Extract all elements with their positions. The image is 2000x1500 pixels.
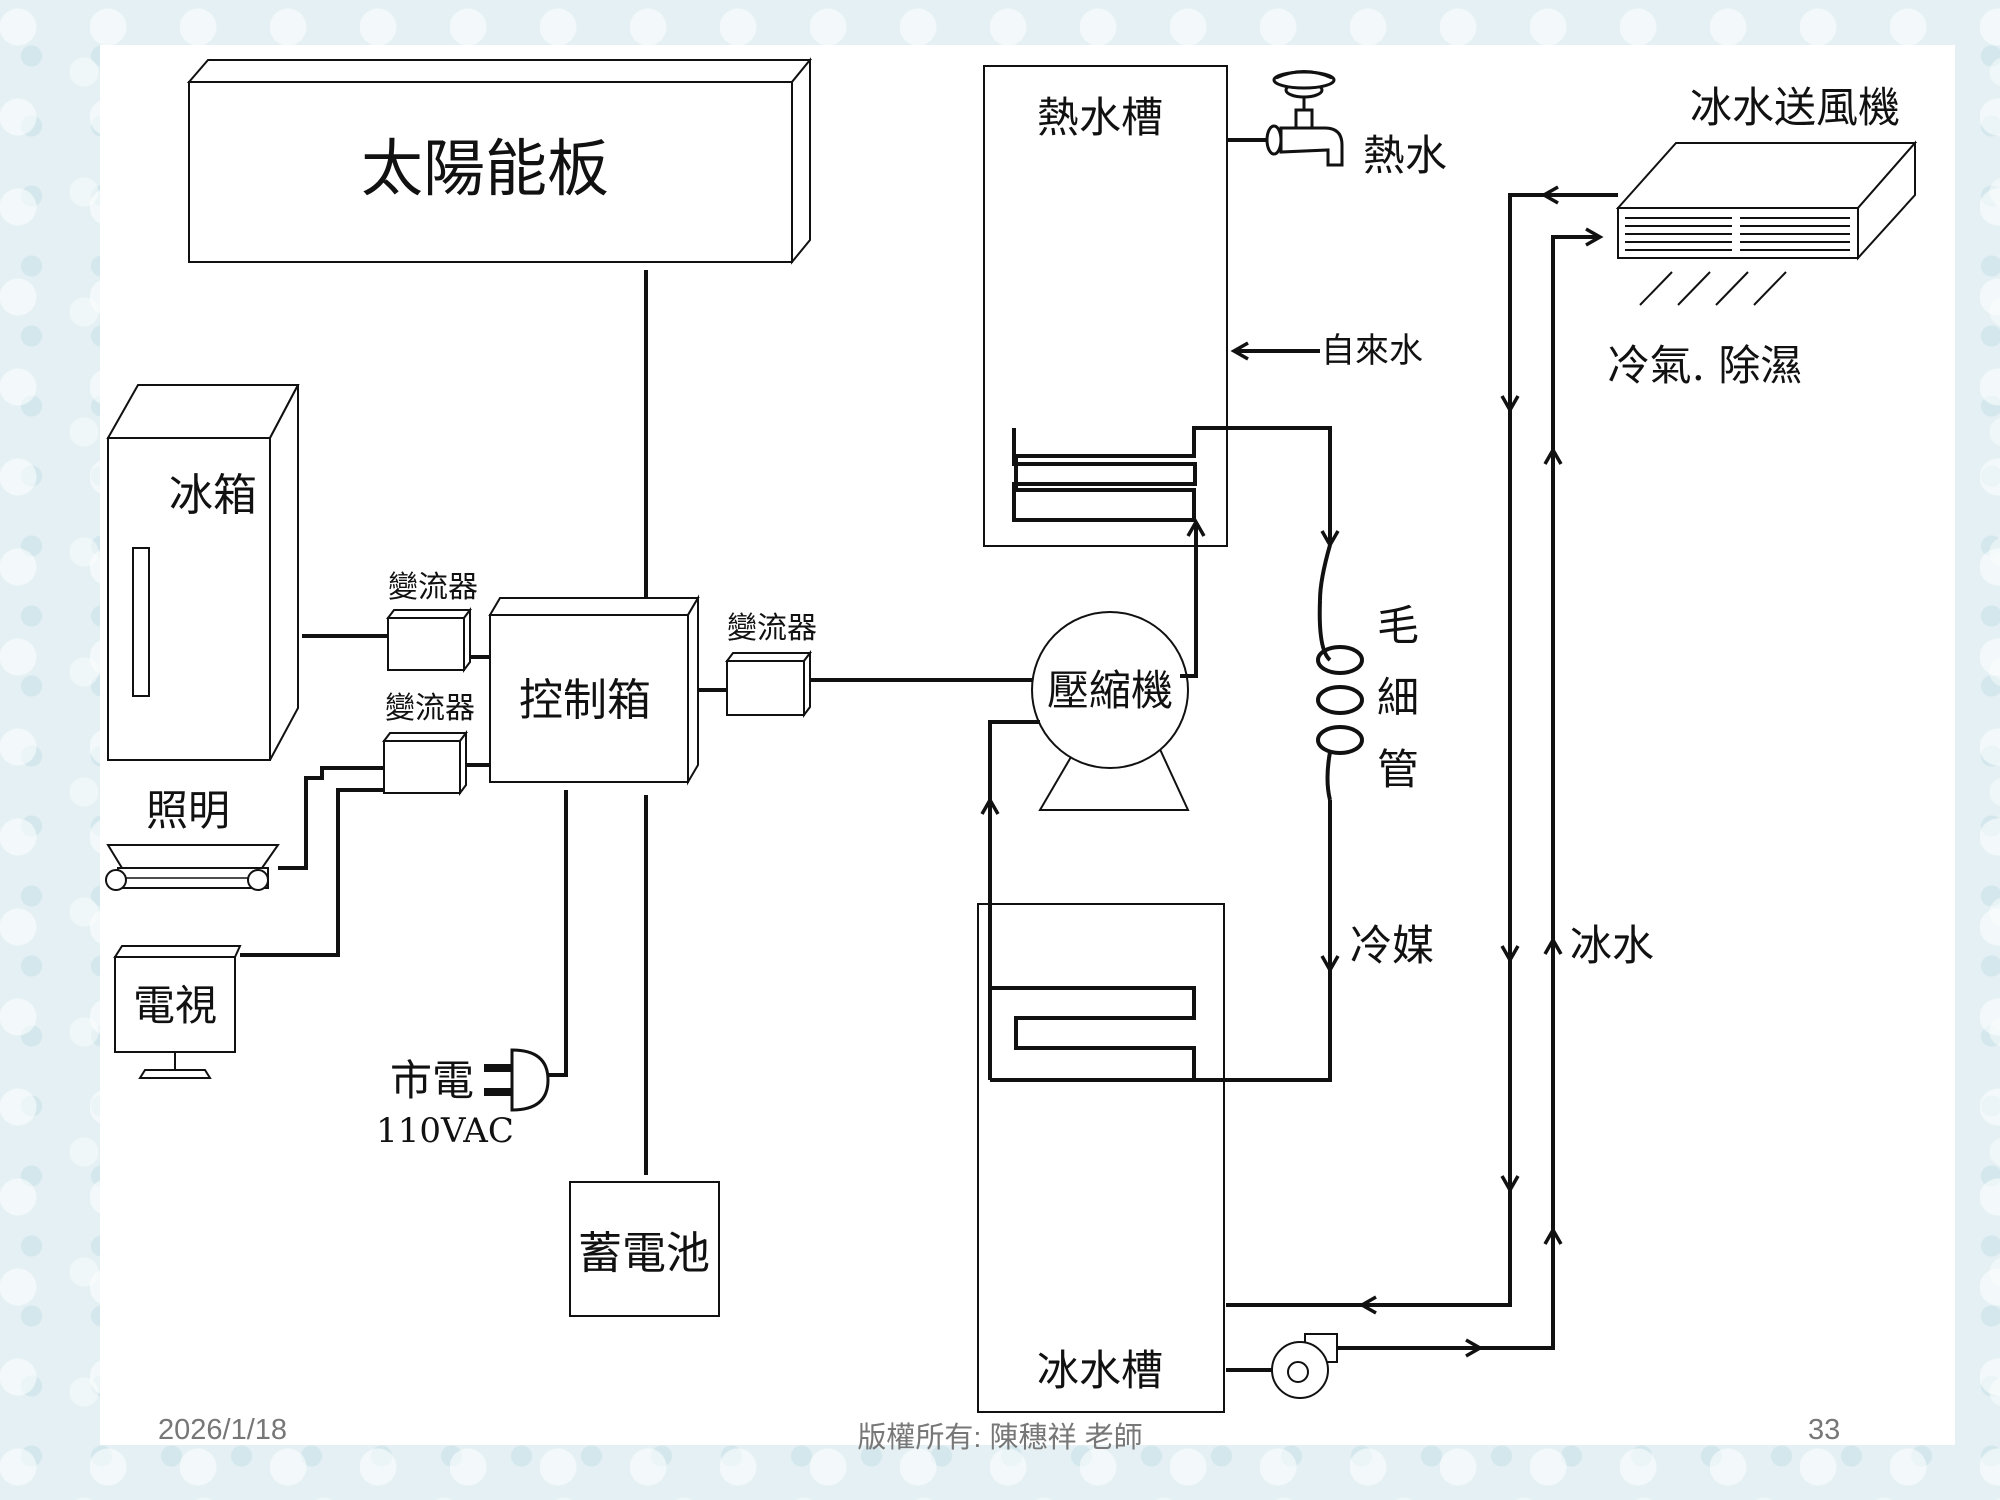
fan-coil-unit: 冰水送風機 冷氣. 除濕	[1608, 83, 1915, 390]
footer-copyright: 版權所有: 陳穗祥 老師	[0, 1414, 2000, 1456]
inverter-3-label: 變流器	[727, 611, 817, 646]
hot-water-tank-label: 熱水槽	[1037, 93, 1163, 142]
tv-label: 電視	[133, 981, 217, 1030]
mains-plug: 市電 110VAC	[376, 1050, 548, 1151]
pump-icon	[1272, 1334, 1337, 1398]
chilled-water-loop	[1226, 195, 1618, 1370]
battery-label: 蓄電池	[578, 1228, 710, 1279]
lighting-fixture: 照明	[106, 786, 278, 890]
control-box-label: 控制箱	[519, 675, 651, 726]
airflow-lines	[1640, 272, 1786, 305]
svg-text:毛: 毛	[1377, 601, 1419, 650]
svg-text:細: 細	[1377, 673, 1419, 722]
tap-water-label: 自來水	[1321, 331, 1423, 371]
inverter-2: 變流器	[384, 691, 475, 793]
refrigerant-label: 冷媒	[1350, 921, 1434, 970]
capillary-label: 毛 細 管	[1377, 601, 1419, 794]
faucet-icon	[1228, 72, 1342, 166]
inverter-1-label: 變流器	[388, 570, 478, 605]
fridge: 冰箱	[108, 385, 298, 760]
solar-panel-label: 太陽能板	[361, 132, 609, 205]
fridge-label: 冰箱	[169, 470, 257, 521]
tv-set: 電視	[115, 946, 240, 1078]
compressor-label: 壓縮機	[1047, 666, 1173, 715]
chilled-water-tank: 冰水槽	[978, 904, 1224, 1412]
lighting-label: 照明	[146, 786, 230, 835]
chilled-water-label: 冰水	[1570, 921, 1654, 970]
battery: 蓄電池	[570, 1182, 719, 1316]
mains-voltage-label: 110VAC	[376, 1111, 514, 1151]
solar-panel: 太陽能板	[189, 60, 810, 262]
inverter-3: 變流器	[727, 611, 817, 715]
cooling-dehumid-label: 冷氣. 除濕	[1608, 341, 1803, 390]
svg-text:管: 管	[1377, 745, 1419, 794]
mains-label: 市電	[390, 1056, 474, 1105]
footer-page-number: 33	[1808, 1414, 1840, 1447]
fridge-handle	[133, 548, 149, 696]
hot-water-label: 熱水	[1363, 131, 1447, 180]
inverter-1: 變流器	[388, 570, 478, 670]
compressor: 壓縮機	[1032, 612, 1188, 810]
chilled-water-tank-label: 冰水槽	[1037, 1346, 1163, 1395]
hot-water-tank: 熱水槽	[984, 66, 1227, 546]
control-box: 控制箱	[490, 598, 698, 782]
inverter-2-label: 變流器	[385, 691, 475, 726]
fan-coil-label: 冰水送風機	[1690, 83, 1900, 132]
